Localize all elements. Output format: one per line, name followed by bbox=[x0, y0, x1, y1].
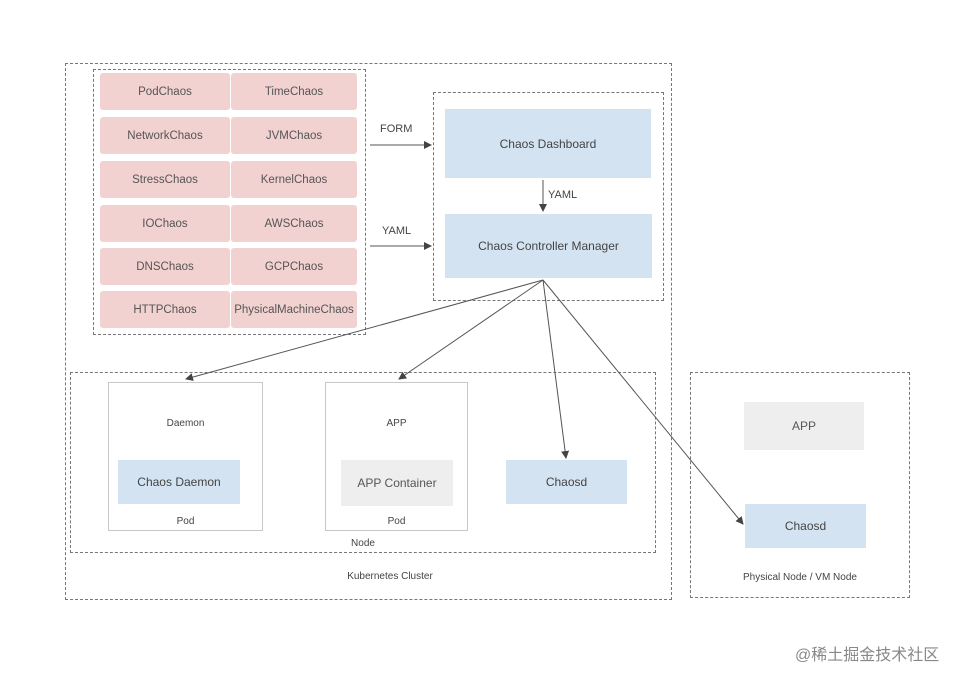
app-container: APP Container bbox=[341, 460, 453, 506]
yaml-arrow-label-top: YAML bbox=[548, 189, 578, 201]
kubernetes-cluster-label: Kubernetes Cluster bbox=[347, 571, 433, 582]
chaos-type-networkchaos: NetworkChaos bbox=[100, 117, 230, 154]
daemon-pod-label: Pod bbox=[176, 516, 195, 527]
chaos-type-stresschaos: StressChaos bbox=[100, 161, 230, 198]
chaos-dashboard: Chaos Dashboard bbox=[445, 109, 651, 178]
physical-node-label: Physical Node / VM Node bbox=[743, 572, 857, 583]
chaos-type-timechaos: TimeChaos bbox=[231, 73, 357, 110]
app-pod bbox=[325, 382, 468, 531]
chaos-daemon: Chaos Daemon bbox=[118, 460, 240, 504]
watermark: @稀土掘金技术社区 bbox=[795, 647, 940, 664]
chaos-type-kernelchaos: KernelChaos bbox=[231, 161, 357, 198]
chaos-type-jvmchaos: JVMChaos bbox=[231, 117, 357, 154]
daemon-pod-title: Daemon bbox=[166, 418, 205, 429]
physical-chaosd: Chaosd bbox=[745, 504, 866, 548]
app-pod-title: APP bbox=[386, 418, 407, 429]
chaos-controller-manager: Chaos Controller Manager bbox=[445, 214, 652, 278]
physical-app: APP bbox=[744, 402, 864, 450]
chaos-type-httpchaos: HTTPChaos bbox=[100, 291, 230, 328]
chaos-type-iochaos: IOChaos bbox=[100, 205, 230, 242]
node-label: Node bbox=[351, 538, 375, 549]
chaos-type-physicalmachinechaos: PhysicalMachineChaos bbox=[231, 291, 357, 328]
chaosd-node: Chaosd bbox=[506, 460, 627, 504]
app-pod-label: Pod bbox=[387, 516, 406, 527]
daemon-pod bbox=[108, 382, 263, 531]
chaos-type-dnschaos: DNSChaos bbox=[100, 248, 230, 285]
chaos-type-gcpchaos: GCPChaos bbox=[231, 248, 357, 285]
chaos-type-awschaos: AWSChaos bbox=[231, 205, 357, 242]
form-arrow-label: FORM bbox=[380, 123, 413, 135]
chaos-type-podchaos: PodChaos bbox=[100, 73, 230, 110]
yaml-arrow-label-bottom: YAML bbox=[382, 225, 412, 237]
